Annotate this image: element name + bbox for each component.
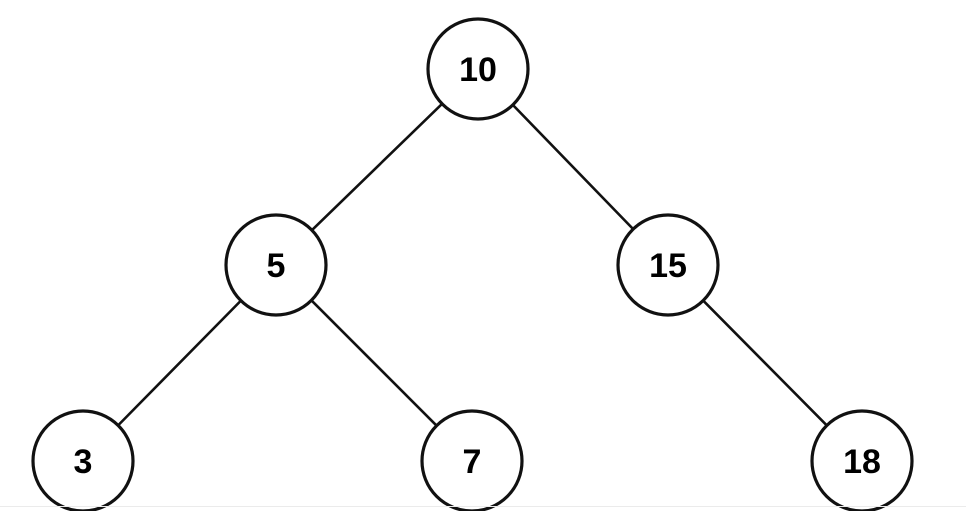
node-label-7: 7 bbox=[463, 443, 482, 481]
tree-node-left[interactable]: 5 bbox=[224, 213, 328, 317]
node-label-10: 10 bbox=[459, 51, 497, 89]
node-group: 10 5 15 3 7 18 bbox=[31, 17, 914, 511]
edge-10-to-5 bbox=[310, 102, 444, 232]
node-circle-15[interactable] bbox=[616, 213, 720, 317]
tree-node-right[interactable]: 15 bbox=[616, 213, 720, 317]
node-label-3: 3 bbox=[74, 443, 93, 481]
edge-group bbox=[116, 102, 829, 427]
node-label-18: 18 bbox=[843, 443, 881, 481]
node-circle-10[interactable] bbox=[426, 17, 530, 121]
tree-node-leaf-middle[interactable]: 7 bbox=[420, 409, 524, 511]
node-circle-7[interactable] bbox=[420, 409, 524, 511]
edge-5-to-3 bbox=[116, 299, 243, 427]
edge-10-to-15 bbox=[511, 103, 635, 231]
node-label-5: 5 bbox=[267, 247, 286, 285]
edge-5-to-7 bbox=[310, 299, 438, 427]
bottom-divider bbox=[0, 506, 966, 507]
node-circle-3[interactable] bbox=[31, 409, 135, 511]
node-circle-18[interactable] bbox=[810, 409, 914, 511]
edge-15-to-18 bbox=[701, 299, 829, 427]
tree-node-leaf-left[interactable]: 3 bbox=[31, 409, 135, 511]
tree-node-root[interactable]: 10 bbox=[426, 17, 530, 121]
tree-node-leaf-right[interactable]: 18 bbox=[810, 409, 914, 511]
node-circle-5[interactable] bbox=[224, 213, 328, 317]
node-label-15: 15 bbox=[649, 247, 687, 285]
